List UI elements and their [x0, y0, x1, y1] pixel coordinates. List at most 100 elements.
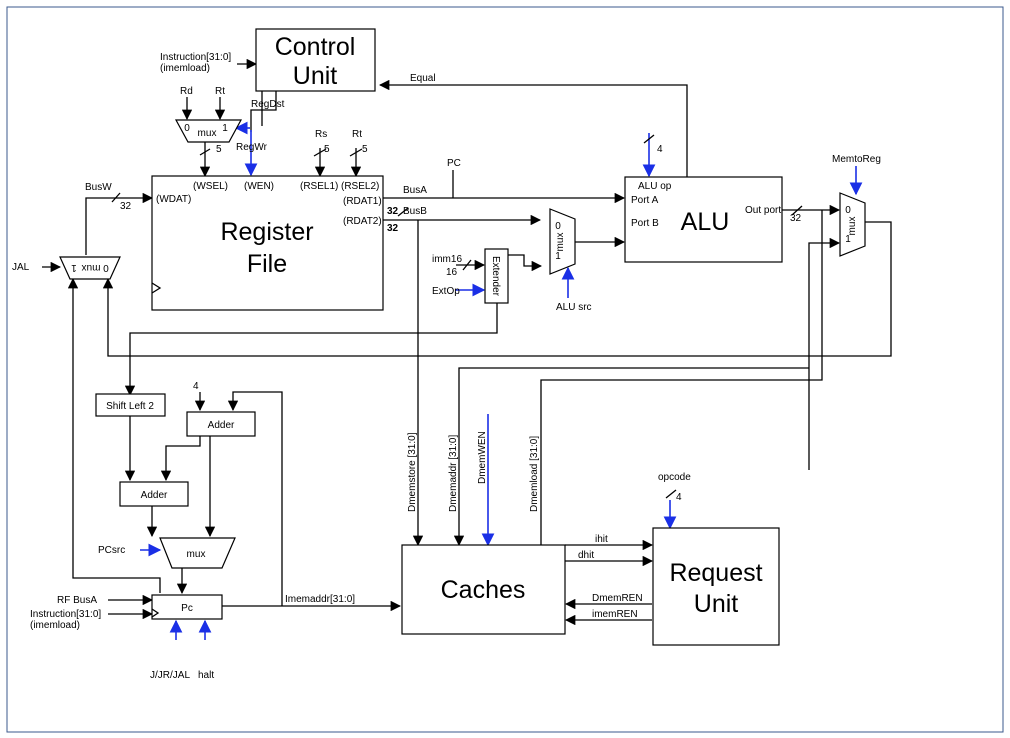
register-file-label-1: Register — [220, 218, 313, 246]
width-rsel2: 5 — [362, 144, 368, 155]
label-equal: Equal — [410, 73, 436, 84]
port-rdat2: (RDAT2) — [343, 216, 382, 227]
label-memtoreg: MemtoReg — [832, 154, 881, 165]
label-busb: BusB — [403, 206, 427, 217]
width-aluop: 4 — [657, 144, 663, 155]
memtoreg-mux-label: mux — [847, 217, 858, 236]
alusrc-mux-one: 1 — [555, 251, 561, 262]
alusrc-mux — [549, 208, 576, 275]
control-unit-box — [255, 28, 376, 92]
port-rsel1: (RSEL1) — [300, 181, 338, 192]
label-dhit: dhit — [578, 550, 594, 561]
label-busw: BusW — [85, 182, 112, 193]
regdst-mux-zero: 0 — [184, 123, 190, 134]
pc-mux-label: mux — [187, 549, 206, 560]
label-busa: BusA — [403, 185, 427, 196]
label-four: 4 — [193, 381, 199, 392]
label-imemload-top: (imemload) — [160, 63, 210, 74]
memtoreg-mux-one: 1 — [845, 234, 851, 245]
busw-mux — [59, 256, 121, 280]
port-b: Port B — [631, 218, 659, 229]
label-pc: PC — [447, 158, 461, 169]
shift-left-label: Shift Left 2 — [106, 401, 154, 412]
pc-mux — [159, 537, 236, 569]
label-rd: Rd — [180, 86, 193, 97]
label-j-jr-jal: J/JR/JAL — [150, 670, 190, 681]
alu-box — [624, 176, 783, 263]
label-dmemstore: Dmemstore [31:0] — [407, 432, 418, 512]
regdst-mux-label: mux — [198, 128, 217, 139]
shift-left-box — [95, 393, 166, 417]
branch-adder-box — [119, 481, 189, 507]
request-unit-box — [652, 527, 780, 646]
label-rs: Rs — [315, 129, 327, 140]
port-wdat: (WDAT) — [156, 194, 191, 205]
label-dmemload: Dmemload [31:0] — [529, 436, 540, 512]
control-unit-label-2: Unit — [293, 62, 338, 90]
alusrc-mux-label: mux — [555, 233, 566, 252]
port-wsel: (WSEL) — [193, 181, 228, 192]
alu-label: ALU — [681, 208, 730, 236]
width-wsel: 5 — [216, 144, 222, 155]
control-unit-label-1: Control — [275, 33, 356, 61]
port-rdat1: (RDAT1) — [343, 196, 382, 207]
label-dmemwen: DmemWEN — [477, 431, 488, 484]
label-jal: JAL — [12, 262, 30, 273]
label-regdst: RegDst — [251, 99, 285, 110]
label-regwr: RegWr — [236, 142, 268, 153]
pc-register-label: Pc — [181, 603, 193, 614]
port-wen: (WEN) — [244, 181, 274, 192]
label-instruction-top: Instruction[31:0] — [160, 52, 231, 63]
label-instruction-bottom: Instruction[31:0] — [30, 609, 101, 620]
pc-register-box — [151, 594, 223, 620]
extender-label: Extender — [490, 256, 501, 297]
width-outport: 32 — [790, 213, 802, 224]
memtoreg-mux — [839, 192, 866, 257]
register-file-label-2: File — [247, 250, 287, 278]
label-opcode: opcode — [658, 472, 691, 483]
label-imemren: imemREN — [592, 609, 638, 620]
pc-adder-label: Adder — [208, 420, 235, 431]
busw-mux-zero: 0 — [103, 262, 109, 273]
label-imemaddr: Imemaddr[31:0] — [285, 594, 355, 605]
busw-mux-one: 1 — [71, 262, 77, 273]
label-halt: halt — [198, 670, 214, 681]
memtoreg-mux-zero: 0 — [845, 205, 851, 216]
clock-marker — [151, 282, 162, 294]
extender-box — [484, 248, 509, 304]
pc-clock-marker — [151, 608, 160, 618]
request-unit-label-2: Unit — [694, 590, 739, 618]
bus-ticks — [643, 134, 677, 499]
label-rf-busa: RF BusA — [57, 595, 97, 606]
label-ihit: ihit — [595, 534, 608, 545]
label-pcsrc: PCsrc — [98, 545, 125, 556]
width-rdat2: 32 — [387, 223, 399, 234]
label-rt2: Rt — [352, 129, 362, 140]
width-rsel1: 5 — [324, 144, 330, 155]
busw-mux-label: mux — [82, 262, 101, 273]
label-rt: Rt — [215, 86, 225, 97]
port-alu-op: ALU op — [638, 181, 672, 192]
caches-box — [401, 544, 566, 635]
register-file-box — [151, 175, 384, 311]
alusrc-mux-zero: 0 — [555, 221, 561, 232]
label-extop: ExtOp — [432, 286, 460, 297]
width-imm16: 16 — [446, 267, 458, 278]
caches-label: Caches — [441, 576, 526, 604]
label-alusrc: ALU src — [556, 302, 592, 313]
label-imm16: imm16 — [432, 254, 462, 265]
control-wires — [140, 121, 863, 640]
regdst-mux — [174, 119, 243, 143]
label-imemload-bottom: (imemload) — [30, 620, 80, 631]
width-busw: 32 — [120, 201, 132, 212]
pc-adder-box — [186, 411, 256, 437]
branch-adder-label: Adder — [141, 490, 168, 501]
port-out: Out port — [745, 205, 781, 216]
width-opcode: 4 — [676, 492, 682, 503]
port-rsel2: (RSEL2) — [341, 181, 379, 192]
port-a: Port A — [631, 195, 659, 206]
label-dmemren: DmemREN — [592, 593, 643, 604]
data-wires — [42, 58, 892, 626]
outer-frame — [6, 6, 1004, 733]
request-unit-label-1: Request — [669, 559, 762, 587]
